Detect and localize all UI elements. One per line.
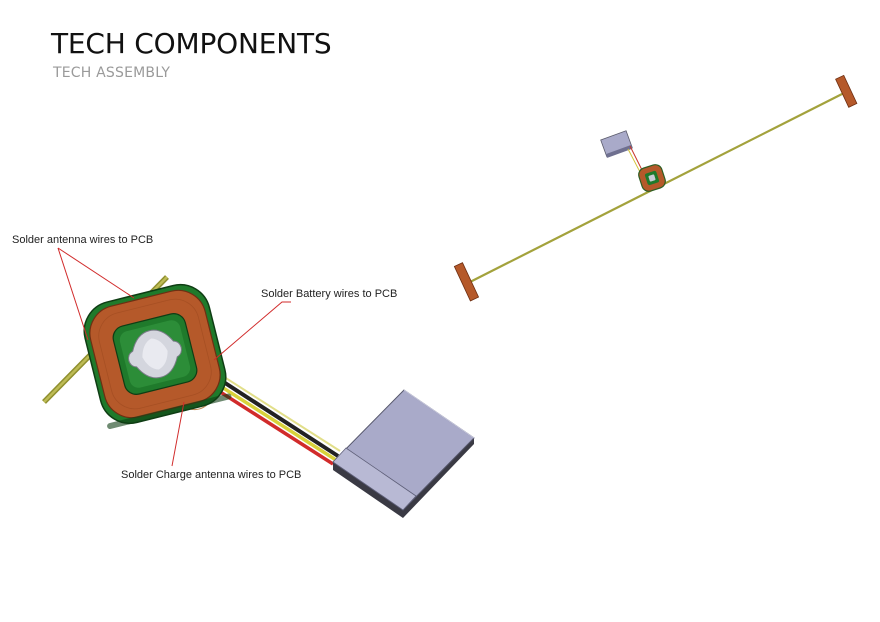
callout-charge-label: Solder Charge antenna wires to PCB <box>121 469 302 481</box>
small-coil-icon <box>638 164 666 192</box>
callout-antenna-label: Solder antenna wires to PCB <box>12 234 154 246</box>
leader-battery <box>213 301 291 361</box>
page-title: TECH COMPONENTS <box>51 27 332 60</box>
battery-pack-icon <box>332 389 475 518</box>
assembly-overview-icon <box>453 74 858 302</box>
leader-antenna-2 <box>57 247 135 299</box>
leader-charge <box>171 401 185 467</box>
antenna-end-tab-left <box>453 262 480 302</box>
page-subtitle: TECH ASSEMBLY <box>53 65 171 81</box>
leader-lines <box>57 247 291 467</box>
callout-battery-label: Solder Battery wires to PCB <box>261 288 398 300</box>
battery-wires <box>199 365 341 466</box>
detail-assembly <box>42 275 475 518</box>
charging-coil-icon <box>83 283 232 430</box>
small-battery-icon <box>600 130 633 158</box>
leader-antenna-1 <box>57 247 89 341</box>
antenna-end-tab-right <box>835 74 858 108</box>
